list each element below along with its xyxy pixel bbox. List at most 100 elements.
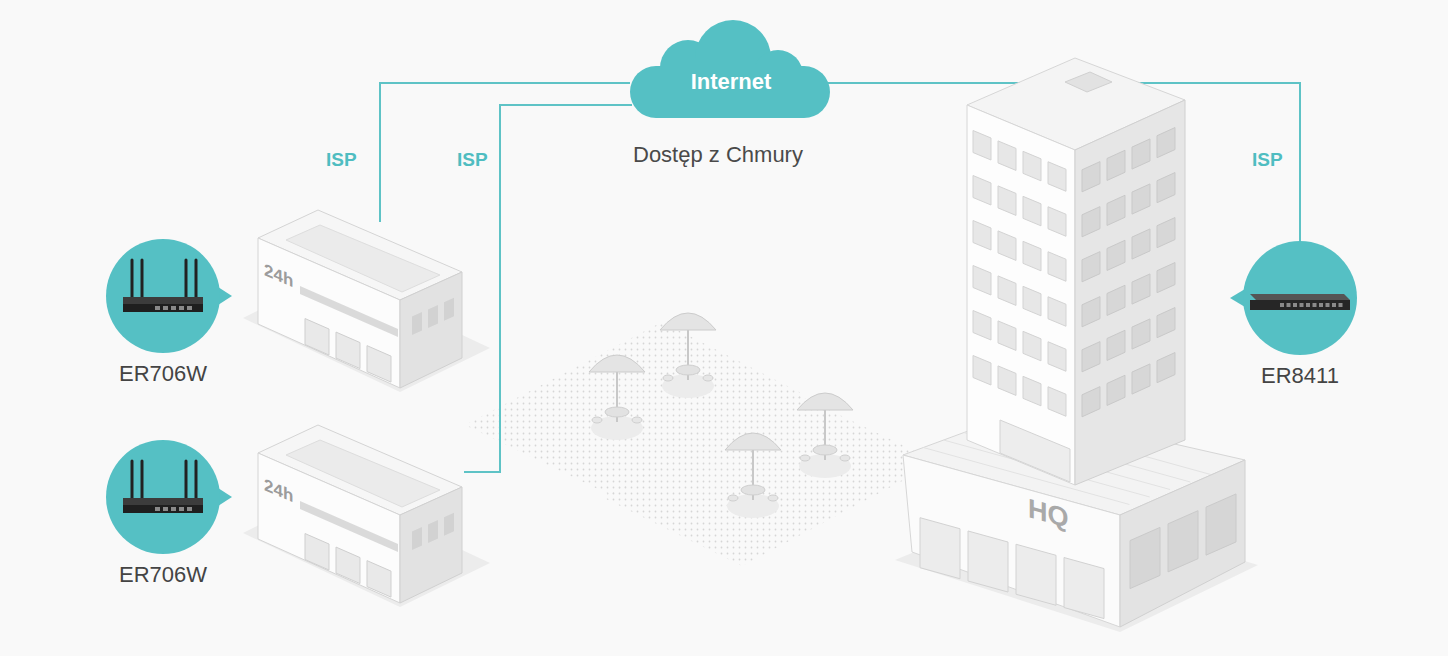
router-front [123,505,203,513]
tower-entrance [1000,420,1070,482]
callout-pointer [218,287,232,305]
window [1107,330,1125,360]
window [1132,139,1150,169]
store-building: 24h [240,423,490,608]
router-callout: ER706W [93,239,233,389]
side-window [444,513,454,536]
router-circle [106,440,220,554]
window [1132,364,1150,394]
store-building-shape [240,208,490,393]
window [1023,376,1041,406]
window [1107,375,1125,405]
window [973,356,991,386]
port [1326,303,1330,307]
router-body [123,498,203,505]
window [1157,353,1175,383]
window [973,266,991,296]
side-window [412,527,422,550]
port [1332,303,1336,307]
window [1048,297,1066,327]
port [163,507,168,511]
window [1107,195,1125,225]
window [1107,240,1125,270]
wall-side [400,487,462,603]
router-front [123,304,203,312]
antenna [185,461,188,499]
window [998,366,1016,396]
shop-window [367,561,391,597]
antenna [195,461,198,499]
port [171,507,176,511]
window [998,276,1016,306]
window [1107,150,1125,180]
side-window [428,520,438,543]
shop-window [305,534,329,570]
hq-building-shape [895,50,1260,635]
window [998,186,1016,216]
window [1157,308,1175,338]
glass-panel [1064,558,1104,619]
podium-front [903,455,1120,627]
glass-panel [1016,544,1056,605]
edge-label: ISP [457,149,488,171]
router-callout: ER8411 [1230,241,1370,396]
side-window [428,305,438,328]
window [1023,286,1041,316]
glass-panel [968,531,1008,592]
antenna [141,260,144,298]
port [155,507,160,511]
port [179,306,184,310]
window [1082,387,1100,417]
cloud-node: Internet [628,18,834,118]
podium-side [1120,460,1245,627]
port [1300,303,1304,307]
window [1048,387,1066,417]
glass-panel [1168,511,1198,572]
shop-window [336,547,360,583]
wall-front [258,453,400,603]
wall-side [400,272,462,388]
window [998,141,1016,171]
edge-label: ISP [326,149,357,171]
window [1082,207,1100,237]
window [998,321,1016,351]
umbrella [589,355,645,440]
router-front [1250,300,1350,310]
roof-unit [1065,72,1112,92]
store-building: 24h [240,208,490,393]
port [171,306,176,310]
side-window [444,298,454,321]
window [1048,252,1066,282]
edge-label: ISP [1252,149,1283,171]
isp-line [380,83,630,222]
caption-label: Dostęp z Chmury [633,142,803,168]
window [1082,297,1100,327]
window [1048,342,1066,372]
router-circle [106,239,220,353]
glass-panel [1130,527,1160,588]
device-label: ER706W [93,361,233,387]
shop-window [336,332,360,368]
router-body [123,297,203,304]
umbrella [660,313,716,398]
window [1157,128,1175,158]
antenna [141,461,144,499]
window [1157,173,1175,203]
port [187,306,192,310]
shop-window [367,346,391,382]
port [1306,303,1310,307]
antenna [131,260,134,298]
port [187,507,192,511]
window [1048,207,1066,237]
port [155,306,160,310]
window [1023,331,1041,361]
window [1082,342,1100,372]
router-body [1250,294,1350,300]
port [179,507,184,511]
window [1048,162,1066,192]
store-building-shape [240,423,490,608]
glass-panel [1206,494,1236,555]
cloud-label: Internet [628,68,834,96]
window [973,131,991,161]
window [1107,285,1125,315]
